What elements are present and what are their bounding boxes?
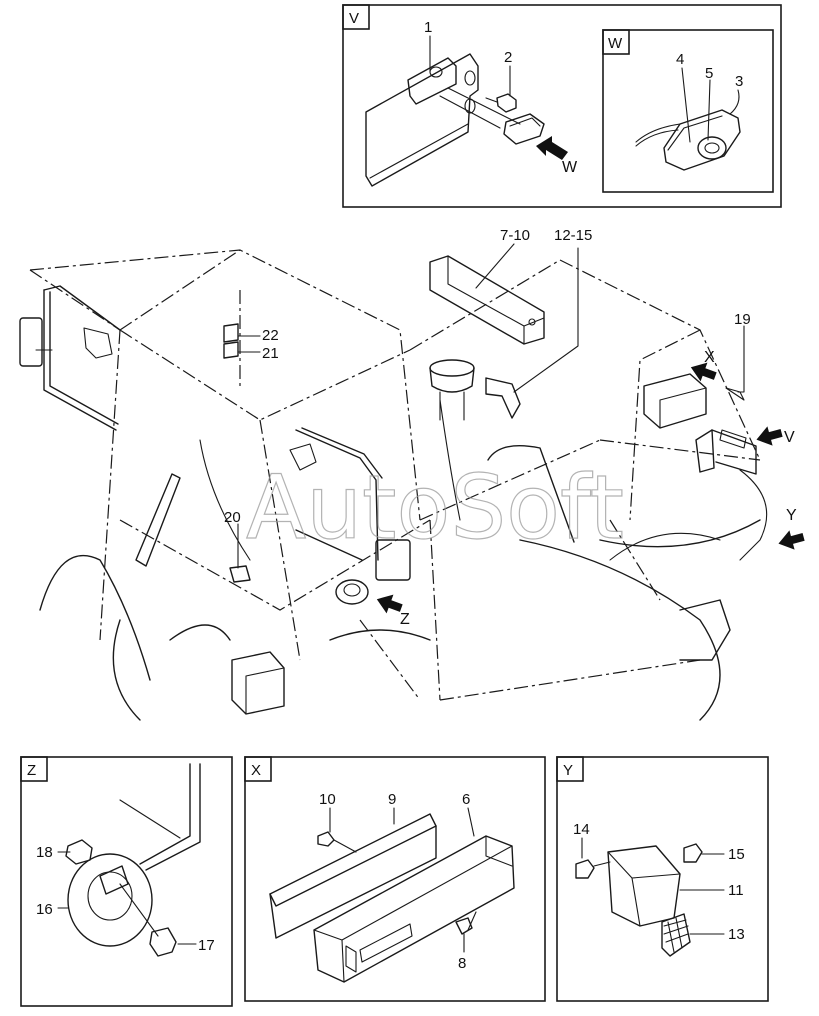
license-lamp — [503, 113, 545, 145]
watermark-text: AutoSoft — [246, 456, 624, 559]
view-arrow-z: Z — [376, 594, 410, 628]
view-arrow-v-label: V — [784, 429, 795, 446]
handrail — [135, 473, 181, 567]
plate-bracket-main — [643, 373, 757, 475]
box-v-tag: V — [349, 10, 359, 27]
bolt-part-8 — [455, 911, 477, 935]
detail-box-y: Y 14 15 11 13 — [556, 756, 769, 1002]
callout-18: 18 — [36, 844, 53, 861]
callout-7-10: 7-10 — [500, 227, 530, 244]
callout-2: 2 — [504, 49, 512, 66]
bolt-part-10 — [317, 831, 357, 853]
callout-19: 19 — [734, 311, 751, 328]
license-plate-bracket — [365, 53, 521, 187]
horn-assembly — [65, 763, 201, 957]
callout-8: 8 — [458, 955, 466, 972]
callout-14: 14 — [573, 821, 590, 838]
beam-part-6 — [313, 835, 515, 983]
decal-21 — [223, 341, 239, 359]
detail-box-w: W 4 5 3 — [602, 29, 774, 193]
view-arrow-w: W — [536, 136, 578, 176]
detail-box-x: X 10 9 6 8 — [244, 756, 546, 1002]
mounting-plate-part-9 — [269, 813, 437, 939]
view-arrow-v: V — [756, 426, 795, 446]
detail-box-z: Z 18 16 17 — [20, 756, 233, 1007]
callout-5: 5 — [705, 65, 713, 82]
detail-box-v: V W 1 2 — [342, 4, 782, 208]
callout-13: 13 — [728, 926, 745, 943]
reflector-part-13 — [661, 913, 691, 957]
rear-lamp-left — [231, 651, 285, 715]
callout-9: 9 — [388, 791, 396, 808]
callout-6: 6 — [462, 791, 470, 808]
callout-17: 17 — [198, 937, 215, 954]
bracket-part-11 — [607, 845, 681, 927]
decal-22 — [223, 323, 239, 343]
callout-16: 16 — [36, 901, 53, 918]
rear-beam-part — [429, 255, 545, 345]
lamp-assembly — [635, 109, 741, 171]
callout-22: 22 — [262, 327, 279, 344]
box-x-tag: X — [251, 762, 261, 779]
view-arrow-y-label: Y — [786, 507, 797, 524]
view-arrow-w-label: W — [562, 159, 578, 176]
box-y-tag: Y — [563, 762, 573, 779]
bolt-part-2 — [485, 93, 517, 113]
view-arrow-z-label: Z — [400, 611, 410, 628]
callout-12-15: 12-15 — [554, 227, 592, 244]
main-vehicle-view: 7-10 12-15 19 20 22 21 X V Y Z — [19, 227, 805, 721]
decal-20 — [229, 565, 251, 583]
bolt-part-14 — [575, 859, 611, 879]
callout-11: 11 — [728, 882, 744, 899]
callout-10: 10 — [319, 791, 336, 808]
air-cleaner — [429, 359, 475, 421]
callout-1: 1 — [424, 19, 432, 36]
left-mirror — [19, 285, 121, 431]
grommet — [335, 579, 369, 605]
callout-4: 4 — [676, 51, 684, 68]
side-bracket — [485, 377, 521, 419]
callout-20: 20 — [224, 509, 241, 526]
callout-3: 3 — [735, 73, 743, 90]
nut-part-15 — [683, 843, 703, 863]
view-arrow-y: Y — [778, 507, 805, 550]
box-w-tag: W — [608, 35, 623, 52]
right-mirror — [289, 427, 411, 581]
callout-15: 15 — [728, 846, 745, 863]
view-arrow-x: X — [690, 349, 717, 382]
view-arrow-x-label: X — [704, 349, 715, 366]
box-z-tag: Z — [27, 762, 36, 779]
callout-21: 21 — [262, 345, 279, 362]
